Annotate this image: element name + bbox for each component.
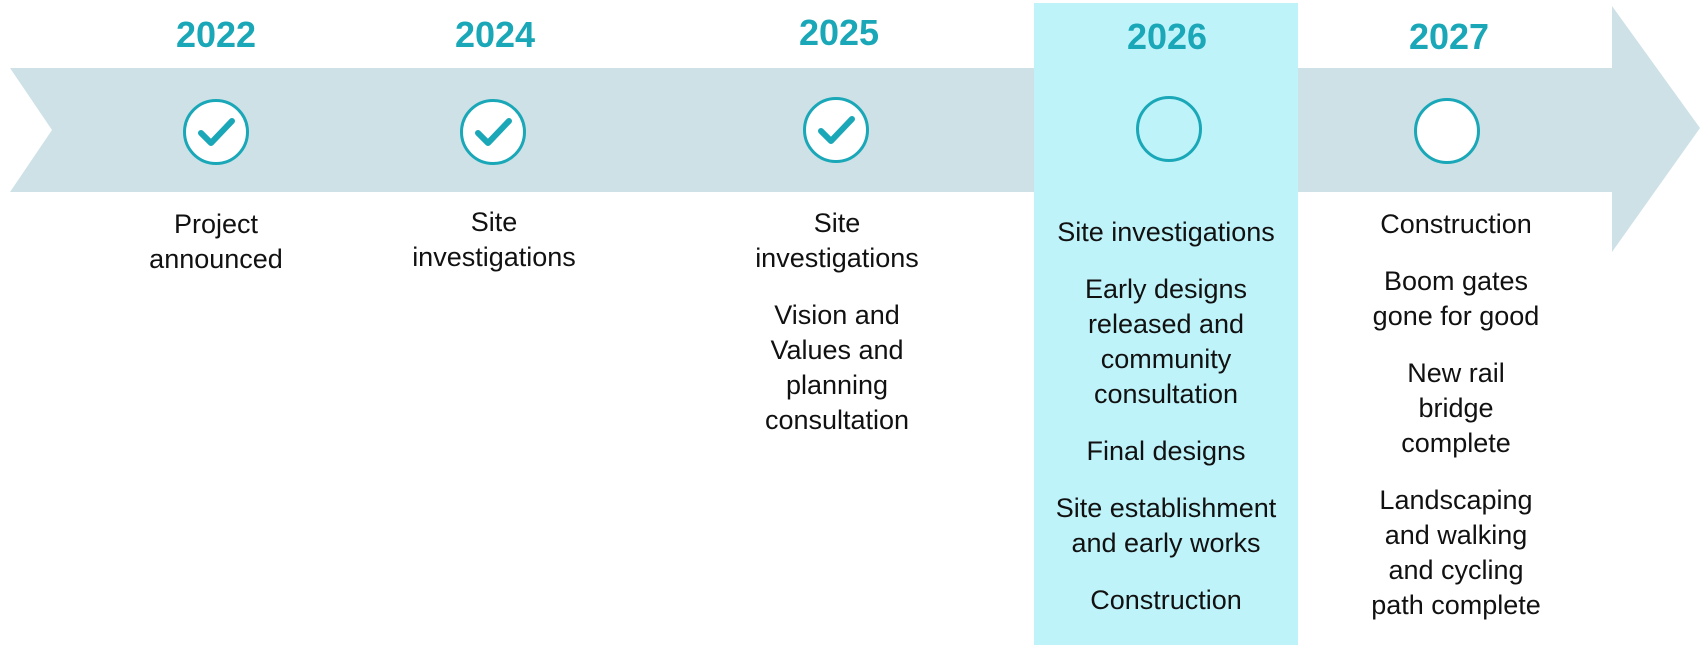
milestone-note: Project announced [149, 209, 283, 274]
empty-circle-icon [1139, 99, 1199, 159]
milestone-note: Vision and Values and planning consultat… [764, 300, 910, 435]
milestone-2025-status [803, 97, 869, 163]
empty-circle-icon [1417, 101, 1477, 161]
milestone-2022-notes: Project announced [85, 207, 347, 299]
milestone-note: Site investigations [1057, 217, 1275, 247]
milestone-2024-status [460, 99, 526, 165]
milestone-2026-notes: Site investigations Early designs releas… [1035, 215, 1297, 640]
year-label-2025: 2025 [798, 12, 880, 53]
milestone-2026-status [1136, 96, 1202, 162]
milestone-note: Construction [1090, 585, 1242, 615]
milestone-note: Boom gates gone for good [1372, 266, 1540, 331]
milestone-note: Landscaping and walking and cycling path… [1371, 485, 1541, 620]
milestone-note: Site investigations [755, 208, 919, 273]
checkmark-icon [818, 116, 855, 144]
milestone-note: New rail bridge complete [1401, 358, 1511, 458]
milestone-note: Final designs [1086, 436, 1246, 466]
checkmark-icon [198, 118, 235, 146]
year-label-2022: 2022 [175, 14, 257, 55]
milestone-note: Site investigations [412, 207, 576, 272]
checkmark-icon [475, 118, 512, 146]
milestone-2027-notes: Construction Boom gates gone for good Ne… [1325, 207, 1587, 645]
milestone-2025-notes: Site investigations Vision and Values an… [706, 206, 968, 460]
milestone-note: Construction [1380, 209, 1532, 239]
milestone-note: Early designs released and community con… [1084, 274, 1248, 409]
year-label-2026: 2026 [1126, 16, 1208, 57]
year-label-2024: 2024 [454, 14, 536, 55]
milestone-2022-status [183, 99, 249, 165]
year-label-2027: 2027 [1408, 16, 1490, 57]
milestone-2027-status [1414, 98, 1480, 164]
milestone-2024-notes: Site investigations [363, 205, 625, 297]
milestone-note: Site establishment and early works [1055, 493, 1277, 558]
